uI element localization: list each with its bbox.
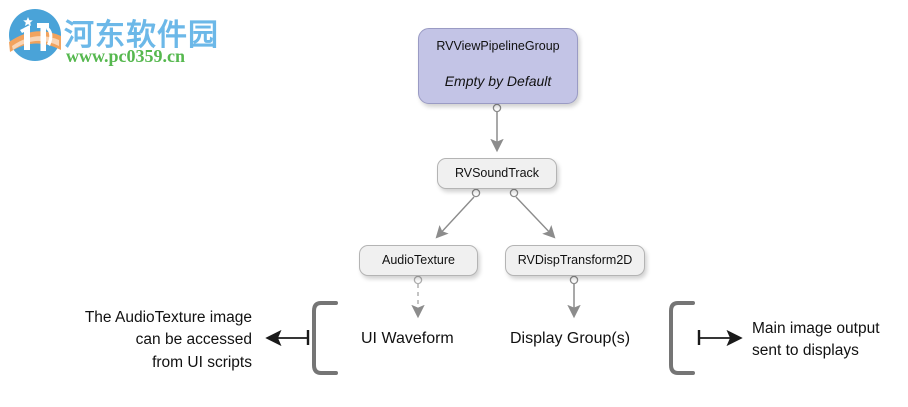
right-brace-icon [669, 301, 695, 375]
node-rvviewpipelinegroup-title: RVViewPipelineGroup [436, 39, 560, 53]
annotation-left-line-2: can be accessed [135, 331, 252, 349]
watermark-url: www.pc0359.cn [66, 46, 186, 66]
node-rvviewpipelinegroup-subtitle: Empty by Default [444, 72, 552, 89]
annotation-right-line-2: sent to displays [752, 342, 859, 360]
node-rvviewpipelinegroup[interactable]: RVViewPipelineGroup Empty by Default [418, 28, 578, 104]
right-annotation-arrow [697, 329, 743, 347]
left-brace-icon [312, 301, 338, 375]
edge-soundtrack-to-disptransform2d [509, 188, 556, 239]
edge-disptransform2d-to-display-groups [567, 275, 581, 319]
annotation-right: Main image output sent to displays [752, 318, 902, 363]
annotation-left-line-3: from UI scripts [152, 353, 252, 371]
node-audiotexture[interactable]: AudioTexture [359, 245, 478, 276]
node-rvdisptransform2d-title: RVDispTransform2D [517, 252, 633, 267]
terminal-display-groups: Display Group(s) [510, 330, 631, 347]
node-rvsoundtrack-title: RVSoundTrack [454, 165, 540, 180]
node-audiotexture-title: AudioTexture [382, 252, 455, 267]
annotation-left-line-1: The AudioTexture image [84, 309, 252, 326]
left-annotation-arrow [265, 329, 310, 347]
site-watermark: 河东软件园 www.pc0359.cn [4, 4, 244, 72]
edge-viewpipelinegroup-to-soundtrack [490, 103, 504, 153]
edge-soundtrack-to-audiotexture [435, 188, 481, 239]
node-rvsoundtrack[interactable]: RVSoundTrack [437, 158, 557, 189]
node-rvdisptransform2d[interactable]: RVDispTransform2D [505, 245, 645, 276]
annotation-left: The AudioTexture image can be accessed f… [40, 307, 252, 374]
edge-audiotexture-to-ui-waveform [411, 275, 425, 319]
watermark-site-name: 河东软件园 [64, 18, 219, 53]
annotation-right-line-1: Main image output [752, 320, 880, 337]
circle-swoosh-logo-icon [9, 9, 61, 61]
terminal-ui-waveform: UI Waveform [361, 330, 454, 347]
